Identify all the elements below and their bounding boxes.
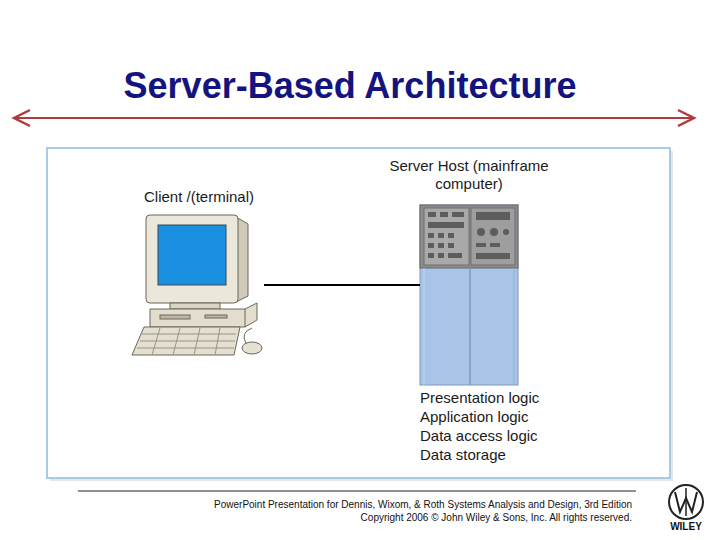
mainframe-illustration bbox=[420, 205, 518, 385]
node-heading: Client /(terminal) bbox=[144, 188, 314, 206]
client-terminal: Client /(terminal) bbox=[132, 215, 264, 360]
footer-rule bbox=[78, 491, 636, 492]
logic-layer-item: Presentation logic bbox=[420, 389, 590, 407]
diagram-panel bbox=[47, 148, 670, 478]
copyright-note: Copyright 2006 © John Wiley & Sons, Inc.… bbox=[150, 512, 632, 524]
title-rule bbox=[14, 110, 694, 126]
logic-layer-item: Data storage bbox=[420, 446, 590, 464]
publisher-name: WILEY bbox=[660, 521, 712, 533]
slide-title: Server-Based Architecture bbox=[40, 64, 660, 108]
publisher-logo bbox=[669, 485, 703, 519]
server-host: Server Host (mainframe computer)Presenta… bbox=[420, 205, 518, 385]
logic-layer-item: Application logic bbox=[420, 408, 590, 426]
network-link bbox=[264, 284, 420, 286]
terminal-illustration bbox=[132, 215, 262, 355]
node-heading: Server Host (mainframe computer) bbox=[388, 157, 550, 193]
logic-layer-item: Data access logic bbox=[420, 427, 590, 445]
footer-note: PowerPoint Presentation for Dennis, Wixo… bbox=[150, 499, 632, 511]
